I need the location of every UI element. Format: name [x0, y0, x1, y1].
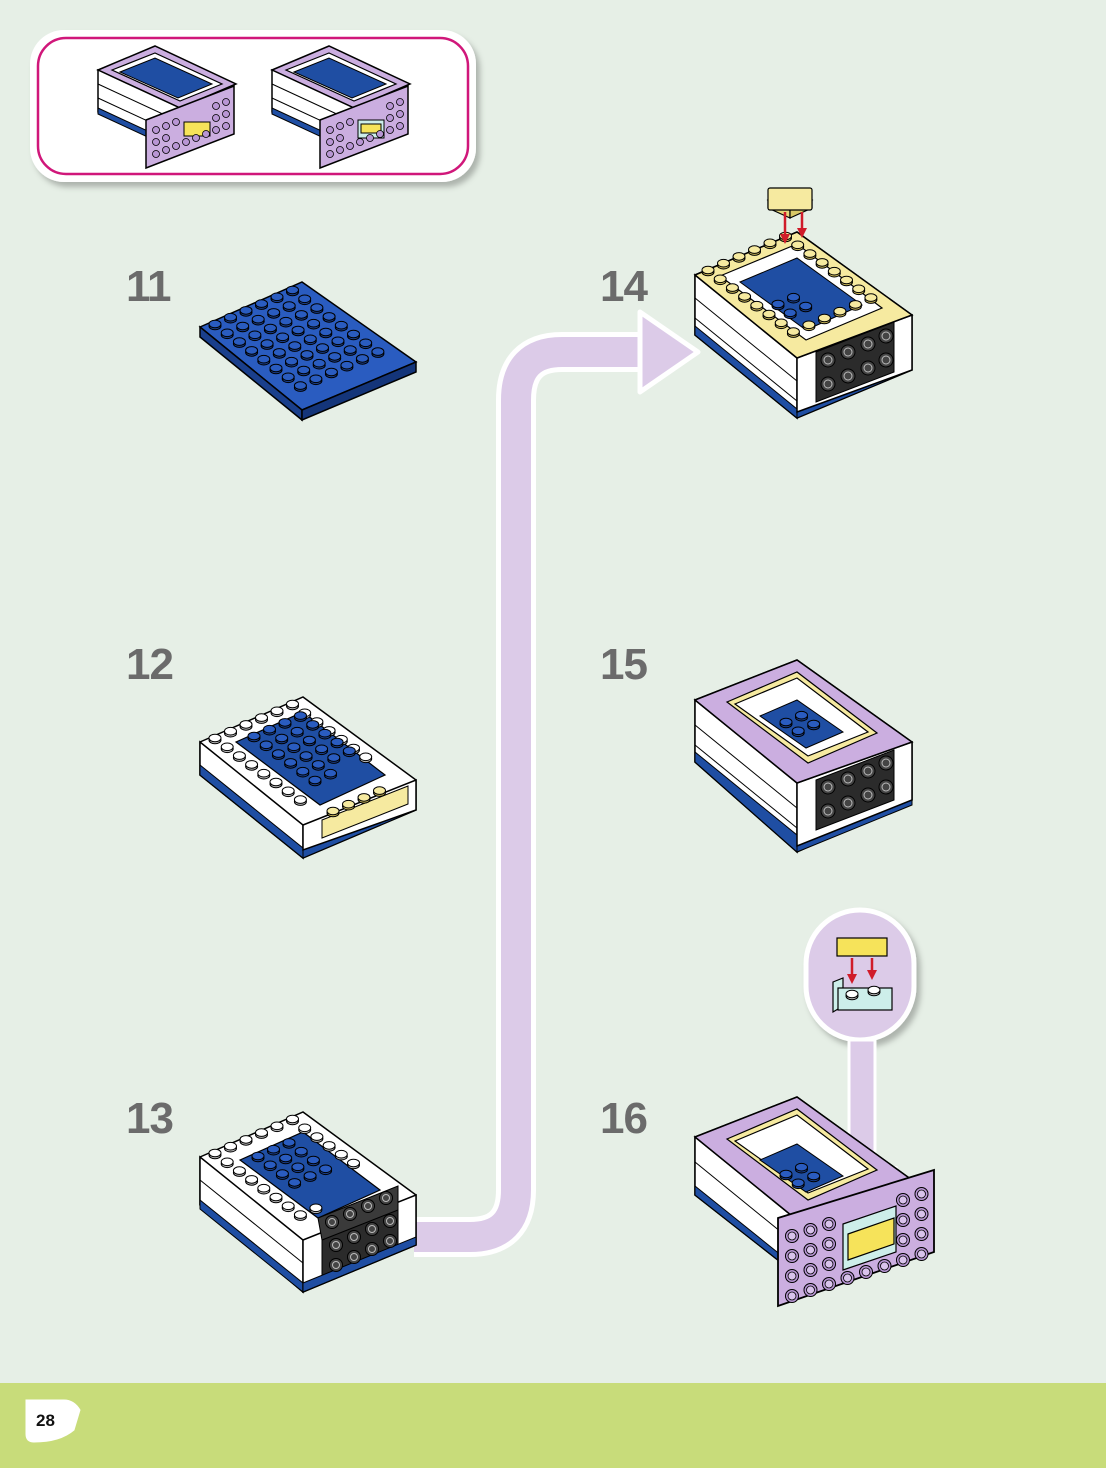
sub-assembly-callout [803, 907, 917, 1043]
finished-drawer-icon [96, 45, 238, 170]
step-number: 14 [600, 262, 648, 311]
red-down-arrow-icon [847, 958, 877, 984]
footer-band [0, 1383, 1106, 1468]
step-number: 16 [600, 1094, 648, 1143]
step-number: 11 [126, 262, 172, 311]
step-15-model [693, 659, 914, 854]
flow-arrow-icon [414, 309, 701, 1257]
step-13-model [199, 1111, 417, 1294]
finished-drawer-icon [270, 45, 412, 170]
step-16-model [693, 1096, 935, 1308]
finished-model-callout [30, 30, 476, 182]
page-number: 28 [36, 1411, 55, 1430]
red-down-arrow-icon [780, 212, 807, 244]
step-number: 12 [126, 640, 174, 689]
step-number: 13 [126, 1094, 174, 1143]
step-number: 15 [600, 640, 648, 689]
step-11-model [198, 281, 418, 422]
step-12-model [199, 696, 417, 860]
step-14-model [693, 187, 914, 420]
